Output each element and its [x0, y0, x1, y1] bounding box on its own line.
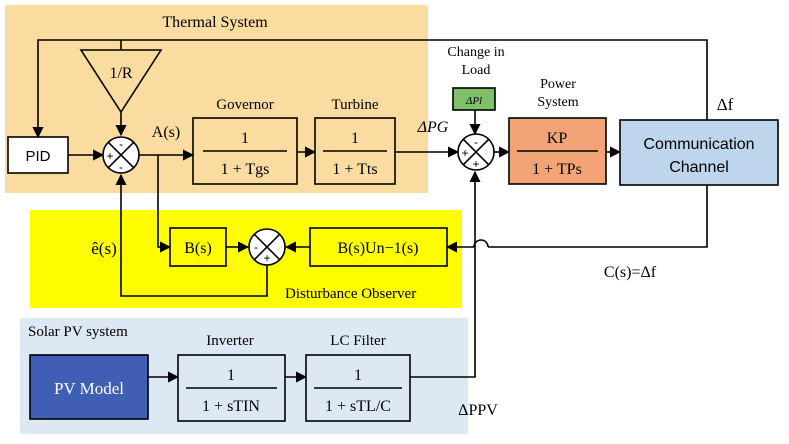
- sum1-left-sign: +: [106, 149, 113, 163]
- thermal-region-title: Thermal System: [162, 14, 268, 31]
- delta-f-label: Δf: [717, 95, 734, 114]
- turbine-denominator: 1 + Tts: [332, 161, 377, 178]
- power-system-title-line1: Power: [540, 77, 576, 92]
- sum1-top-sign: -: [119, 137, 123, 151]
- droop-triangle: [79, 49, 163, 114]
- turbine-numerator: 1: [351, 130, 359, 147]
- lc-filter-numerator: 1: [354, 367, 362, 384]
- sum3-bottom-sign: +: [263, 251, 270, 265]
- ehat-feedback-line: [115, 173, 268, 297]
- pv-model-block: [29, 354, 149, 420]
- summing-junction-2: [457, 133, 495, 171]
- pv-power-line: [410, 170, 481, 378]
- observer-b-label: B(s): [184, 240, 212, 257]
- power-system-denominator: 1 + TPs: [532, 161, 582, 178]
- comm-channel-block: [619, 119, 779, 186]
- delta-pl-label: ΔPl: [465, 95, 482, 107]
- droop-label: 1/R: [109, 65, 132, 82]
- sum1-bottom-sign: -: [119, 160, 123, 174]
- sum3-left-sign: -: [254, 240, 258, 254]
- sum2-left-sign: +: [461, 146, 468, 160]
- lc-filter-denominator: 1 + sTL/C: [325, 398, 391, 415]
- change-in-load-line1: Change in: [447, 45, 504, 60]
- pid-label: PID: [25, 148, 50, 165]
- comm-channel-line2: Channel: [669, 159, 729, 176]
- delta-pg-label: ΔPG: [417, 119, 449, 136]
- e-hat-label: ê(s): [91, 239, 116, 258]
- power-system-numerator: KP: [547, 130, 568, 147]
- feedback-line-top: [32, 39, 708, 139]
- delta-pl-box: [452, 87, 496, 111]
- pv-model-label: PV Model: [54, 379, 124, 398]
- observer-inverse-block: [309, 227, 448, 267]
- pv-region-title: Solar PV system: [28, 324, 128, 340]
- sum2-bottom-sign: +: [472, 157, 479, 171]
- a-branch-line: [157, 155, 172, 253]
- comm-output-line: [488, 185, 708, 248]
- comm-channel-line1: Communication: [643, 136, 754, 153]
- summing-junction-1: [102, 136, 140, 174]
- change-in-load-line2: Load: [462, 63, 491, 78]
- governor-numerator: 1: [241, 130, 249, 147]
- power-system-title-line2: System: [537, 95, 578, 110]
- turbine-title: Turbine: [332, 97, 379, 113]
- governor-title: Governor: [216, 97, 273, 113]
- observer-region-title: Disturbance Observer: [285, 286, 416, 302]
- observer-b-block: [169, 227, 227, 267]
- inverter-denominator: 1 + sTIN: [202, 398, 260, 415]
- observer-inverse-label: B(s)Un−1(s): [337, 240, 418, 257]
- lc-filter-title: LC Filter: [330, 333, 385, 349]
- summing-junction-3: [248, 228, 286, 266]
- governor-denominator: 1 + Tgs: [221, 161, 270, 178]
- inverter-numerator: 1: [227, 367, 235, 384]
- line-hop: [473, 239, 489, 248]
- a-s-label: A(s): [152, 124, 180, 141]
- c-s-label: C(s)=Δf: [604, 264, 657, 281]
- inverter-title: Inverter: [206, 333, 253, 349]
- pid-block: [7, 136, 69, 174]
- delta-ppv-label: ΔPPV: [458, 402, 498, 419]
- sum2-top-sign: -: [474, 135, 478, 149]
